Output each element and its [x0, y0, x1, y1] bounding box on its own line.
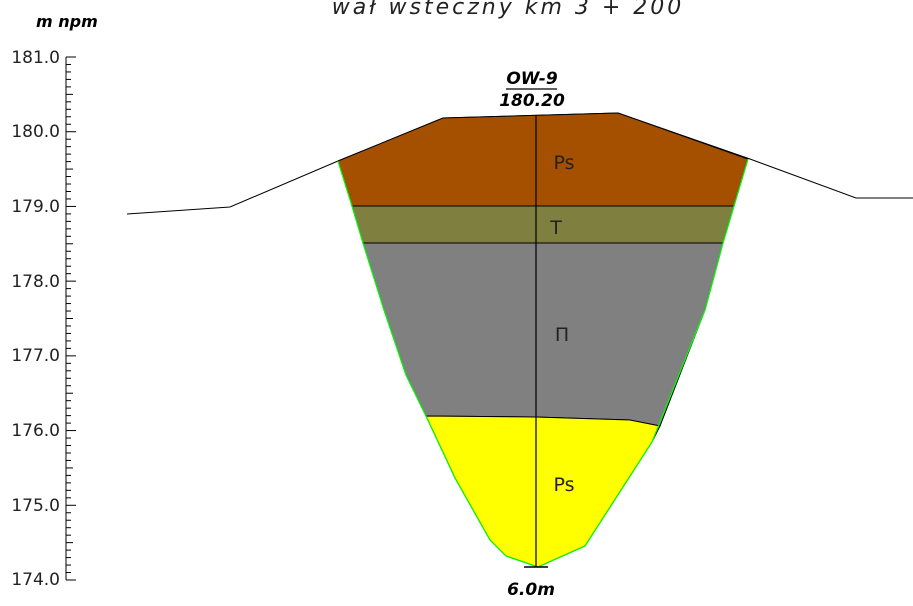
tick-label-178: 178.0	[11, 272, 60, 292]
borehole: OW-9 180.20 6.0m	[499, 69, 565, 600]
tick-label-175: 175.0	[11, 496, 60, 516]
minor-ticks	[66, 63, 73, 574]
layer-ps-lower	[425, 415, 661, 568]
borehole-depth: 6.0m	[507, 580, 555, 600]
tick-label-177: 177.0	[11, 346, 60, 366]
tick-label-181: 181.0	[11, 48, 60, 68]
layer-label-t: T	[549, 217, 562, 239]
layer-ps-upper	[337, 112, 749, 207]
tick-labels: 181.0 180.0 179.0 178.0 177.0 176.0 175.…	[11, 48, 60, 590]
tick-label-176: 176.0	[11, 421, 60, 441]
borehole-top-elevation: 180.20	[499, 91, 565, 111]
layer-label-pi: Π	[555, 324, 569, 346]
tick-label-174: 174.0	[11, 570, 60, 590]
y-axis-unit: m npm	[36, 12, 98, 31]
section-title: wał wsteczny km 3 + 200	[332, 0, 685, 20]
layer-label-ps-lower: Ps	[553, 474, 574, 496]
excavation-outline	[337, 158, 749, 568]
elevation-axis	[65, 56, 76, 581]
layer-t	[351, 205, 735, 244]
layer-label-ps-upper: Ps	[553, 152, 574, 174]
tick-label-180: 180.0	[11, 122, 60, 142]
borehole-name: OW-9	[506, 69, 557, 89]
major-ticks	[66, 56, 76, 581]
tick-label-179: 179.0	[11, 197, 60, 217]
